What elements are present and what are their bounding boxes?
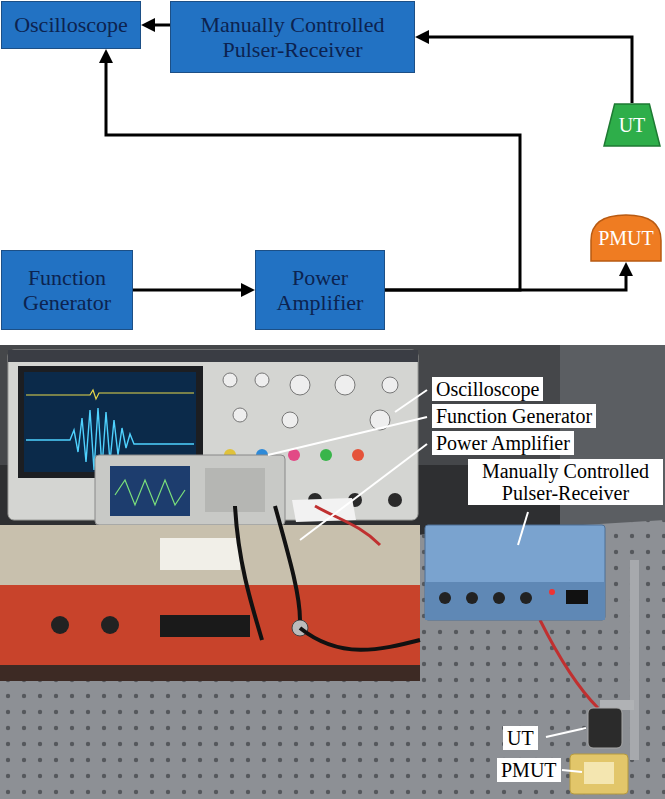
transducer-trapezoid-shape [604, 104, 660, 146]
leader-line [395, 390, 427, 412]
knob [335, 375, 355, 395]
leader-line [518, 512, 528, 545]
pulser-knob [466, 592, 478, 604]
photo-label: PMUT [497, 758, 561, 782]
pulser-knob [439, 592, 451, 604]
leader-line [268, 417, 427, 455]
pmut-chip [584, 762, 614, 784]
oscilloscope-top-bar [8, 350, 418, 362]
cable [540, 620, 598, 708]
transducer-dome: PMUT [590, 214, 662, 262]
knob [290, 375, 310, 395]
signal-arrow [425, 37, 632, 103]
photo-ground [0, 345, 665, 799]
cable [300, 628, 420, 650]
ut-photo [588, 708, 622, 748]
leader-lines [268, 390, 586, 772]
bnc-connector [388, 493, 402, 507]
function-generator-body [95, 455, 285, 525]
leader-line [300, 444, 427, 540]
amplifier-knob [101, 616, 119, 634]
process-box: Power Amplifier [255, 250, 385, 330]
knob [255, 373, 269, 387]
box-label: Oscilloscope [10, 12, 132, 37]
box-label: Manually Controlled Pulser-Receiver [179, 12, 406, 63]
pulser-receiver-body [425, 525, 605, 620]
transducer-trapezoid: UT [603, 103, 661, 147]
box-label: UT [607, 114, 657, 137]
amplifier-knob [51, 616, 69, 634]
holder-stand [630, 560, 639, 760]
button [352, 449, 364, 461]
photo-label: Power Amplifier [432, 431, 574, 455]
knob [282, 412, 298, 428]
amplifier-sticker [160, 538, 240, 570]
lab-shelf [560, 345, 665, 535]
signal-arrow [151, 24, 170, 27]
signal-arrow [133, 289, 245, 292]
pulser-knob [520, 592, 532, 604]
oscilloscope-body [8, 350, 418, 520]
process-box: Oscilloscope [1, 1, 141, 49]
amplifier-display [160, 615, 250, 637]
box-label: PMUT [594, 227, 658, 250]
cable [235, 506, 262, 640]
photo-label: UT [503, 726, 538, 750]
photo-label: Oscilloscope [432, 377, 543, 401]
signal-arrow [385, 272, 626, 290]
knob [233, 408, 247, 422]
photo-label: Manually Controlled Pulser-Receiver [468, 459, 663, 505]
waveform-trace [26, 390, 194, 399]
button [320, 449, 332, 461]
leader-line [562, 770, 582, 772]
function-generator-screen [110, 466, 190, 516]
function-generator-keypad [205, 468, 265, 512]
optical-table [0, 520, 665, 799]
amplifier-base [0, 665, 420, 681]
amplifier-front [0, 585, 420, 665]
box-label: Power Amplifier [264, 265, 376, 316]
transducer-dome-shape [591, 215, 661, 261]
pulser-led [549, 589, 555, 595]
pulser-receiver-front [425, 582, 605, 620]
box-label: Function Generator [10, 265, 124, 316]
pmut-photo [570, 754, 628, 794]
pulser-switch [566, 590, 588, 604]
pulser-knob [493, 592, 505, 604]
knob [382, 377, 398, 393]
amplifier-top [0, 525, 420, 585]
generator-trace [115, 480, 185, 505]
knob [223, 373, 237, 387]
photo-label: Function Generator [432, 404, 596, 428]
process-box: Function Generator [1, 250, 133, 330]
optical-table-holes [0, 520, 665, 799]
process-box: Manually Controlled Pulser-Receiver [170, 1, 415, 73]
cable [315, 506, 380, 545]
cable [275, 506, 300, 620]
leader-line [546, 728, 586, 737]
